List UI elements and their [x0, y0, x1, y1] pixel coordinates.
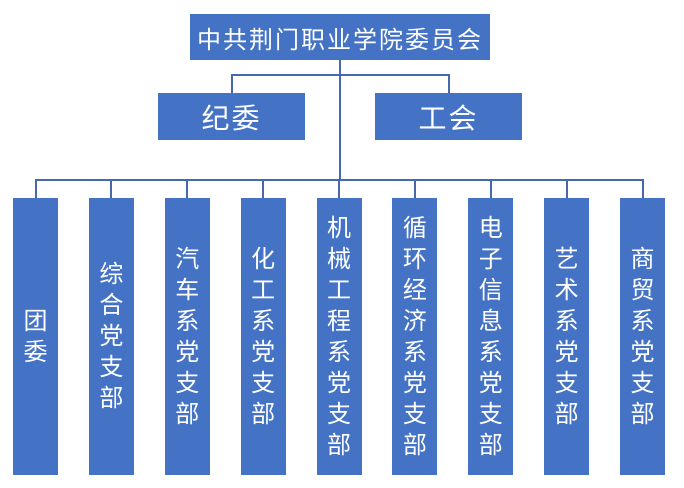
branch-node-zonghe: 综 合 党 支 部 [88, 198, 134, 475]
connector-stub [544, 179, 589, 198]
connector-level2-horizontal [231, 74, 450, 76]
branch-node-jixie: 机 械 工 程 系 党 支 部 [316, 198, 362, 475]
connector-stub [620, 179, 665, 198]
branch-node-dianzi: 电 子 信 息 系 党 支 部 [468, 198, 514, 475]
connector-stub-gonghui [448, 74, 450, 93]
connector-stub [165, 179, 210, 198]
node-jiwei: 纪委 [158, 93, 305, 140]
connector-stub-jiwei [231, 74, 233, 93]
branch-node-xunhuan: 循 环 经 济 系 党 支 部 [392, 198, 438, 475]
connector-root-vertical [339, 60, 341, 181]
root-node: 中共荆门职业学院委员会 [190, 14, 490, 60]
connector-level3-stubs [13, 179, 665, 198]
branch-node-yishu: 艺 术 系 党 支 部 [544, 198, 590, 475]
connector-stub [89, 179, 134, 198]
branch-row: 团 委 综 合 党 支 部 汽 车 系 党 支 部 化 工 系 党 支 部 机 … [13, 198, 665, 475]
connector-stub [317, 179, 362, 198]
branch-node-huagong: 化 工 系 党 支 部 [240, 198, 286, 475]
branch-node-tuanwei: 团 委 [13, 198, 58, 475]
connector-stub [241, 179, 286, 198]
branch-node-qiche: 汽 车 系 党 支 部 [164, 198, 210, 475]
connector-stub [392, 179, 437, 198]
node-gonghui: 工会 [375, 93, 522, 140]
branch-node-shangmao: 商 贸 系 党 支 部 [620, 198, 665, 475]
connector-stub [468, 179, 513, 198]
connector-stub [13, 179, 58, 198]
